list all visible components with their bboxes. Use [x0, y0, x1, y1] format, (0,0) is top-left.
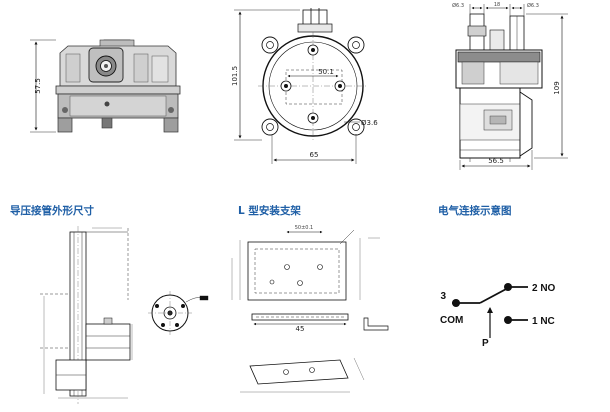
- nc-terminal-dot: [504, 316, 512, 324]
- l-bracket-drawing: 50±0.1 45: [231, 225, 389, 393]
- no-terminal-dot: [504, 283, 512, 291]
- pipe-adapter-drawing: [40, 226, 209, 404]
- hole-diameter-value: Ø3.6: [361, 119, 378, 127]
- l-bracket-flange: 45: [251, 313, 349, 333]
- l-bracket-face: 50±0.1: [231, 225, 380, 301]
- top-width-value: 65: [310, 151, 319, 159]
- l-bracket-top-dimension: 50±0.1: [295, 225, 314, 231]
- side-view-body: [455, 49, 543, 162]
- side-width-value: 56.5: [488, 157, 504, 165]
- side-top-mid-value: 18: [494, 2, 500, 8]
- top-height-value: 101.5: [231, 66, 239, 86]
- side-width-dimension: 56.5: [459, 150, 533, 170]
- hole-diameter-callout: Ø3.6: [344, 119, 378, 127]
- top-view: 101.5 50.1 Ø3.6 65: [231, 8, 378, 164]
- front-height-value: 57.5: [34, 78, 42, 94]
- l-bracket-profile: [363, 317, 389, 331]
- side-height-value: 109: [553, 81, 561, 94]
- com-label: COM: [440, 315, 463, 326]
- front-view-body: [55, 39, 181, 133]
- side-top-left-value: Ø6.3: [452, 2, 464, 9]
- l-bracket-bottom-dimension: 45: [296, 325, 305, 333]
- com-terminal-dot: [452, 299, 460, 307]
- pipe-adapter-title: 导压接管外形尺寸: [10, 204, 94, 217]
- terminal-3-label: 3: [440, 291, 446, 302]
- pipe-adapter-end-view: [148, 291, 209, 335]
- front-view: 57.5: [30, 39, 181, 133]
- pressure-label: P: [482, 338, 489, 349]
- front-height-dimension: 57.5: [30, 39, 56, 133]
- mounting-ears: [261, 36, 365, 136]
- top-width-dimension: 65: [271, 134, 357, 164]
- hole-spacing-dimension: 50.1: [287, 68, 339, 78]
- side-view: Ø6.3 18 Ø6.3 109 56.5: [452, 2, 568, 170]
- side-height-dimension: 109: [526, 13, 568, 159]
- l-bracket-lower-plate: [240, 357, 365, 393]
- top-height-dimension: 101.5: [231, 9, 300, 141]
- side-top-dimensions: Ø6.3 18 Ø6.3: [452, 2, 539, 16]
- wiring-title: 电气连接示意图: [438, 204, 512, 217]
- side-top-right-value: Ø6.3: [527, 2, 539, 9]
- l-bracket-title: L 型安装支架: [238, 204, 301, 217]
- wiring-diagram: 3 COM 2 NO 1 NC P: [440, 283, 556, 349]
- terminal-1-nc-label: 1 NC: [532, 316, 555, 327]
- top-view-fitting: [297, 8, 333, 33]
- terminal-2-no-label: 2 NO: [532, 283, 556, 294]
- side-view-fittings: [467, 13, 525, 53]
- switch-blade: [479, 286, 511, 304]
- hole-spacing-value: 50.1: [318, 68, 334, 76]
- screw-bosses: [280, 44, 346, 124]
